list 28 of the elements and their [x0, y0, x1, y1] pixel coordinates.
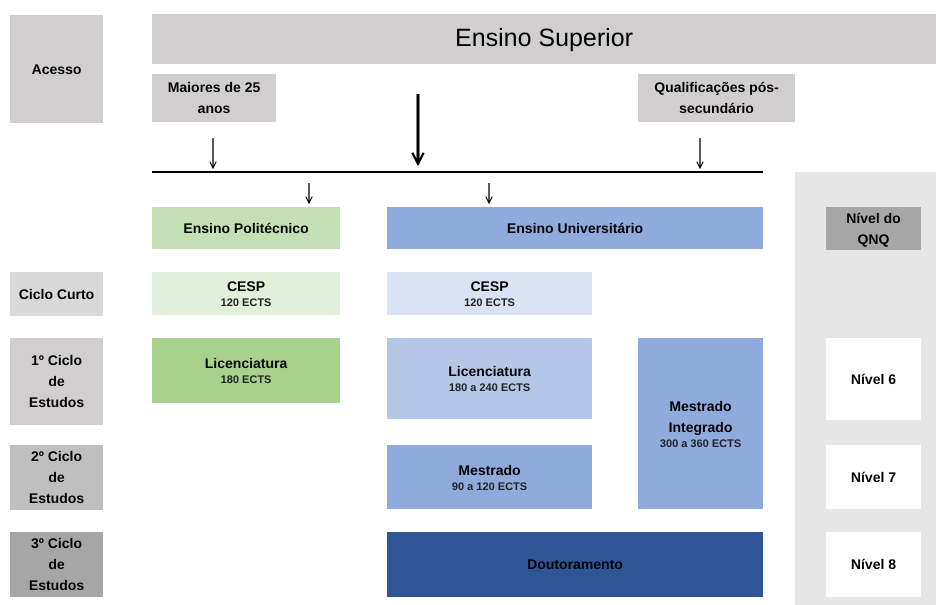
sector-box: Ensino Universitário	[387, 207, 763, 249]
row-label: Ciclo Curto	[10, 272, 103, 316]
degree-box: Licenciatura 180 a 240 ECTS	[387, 338, 592, 419]
row-label: Acesso	[10, 15, 103, 123]
access-box: Qualificações pós-secundário	[638, 74, 795, 122]
arrow	[696, 138, 704, 169]
divider-bar	[152, 171, 763, 173]
level-box: Nível do QNQ	[826, 207, 921, 250]
access-box: Maiores de 25 anos	[152, 74, 276, 122]
arrow	[411, 94, 425, 166]
degree-box: Mestrado 90 a 120 ECTS	[387, 445, 592, 509]
level-box: Nível 6	[826, 338, 921, 420]
level-box: Nível 7	[826, 445, 921, 509]
header-bar: Ensino Superior	[152, 14, 936, 64]
row-label: 1º Ciclo de Estudos	[10, 338, 103, 425]
arrow	[209, 138, 217, 169]
degree-box: Mestrado Integrado 300 a 360 ECTS	[638, 338, 763, 509]
degree-box: Licenciatura 180 ECTS	[152, 338, 340, 403]
sector-box: Ensino Politécnico	[152, 207, 340, 249]
degree-box: CESP 120 ECTS	[152, 272, 340, 315]
arrow	[485, 183, 493, 204]
level-box: Nível 8	[826, 532, 921, 597]
side-panel	[795, 172, 936, 605]
degree-box: Doutoramento	[387, 532, 763, 597]
arrow	[305, 183, 313, 204]
degree-box: CESP 120 ECTS	[387, 272, 592, 315]
row-label: 3º Ciclo de Estudos	[10, 532, 103, 597]
row-label: 2º Ciclo de Estudos	[10, 445, 103, 510]
